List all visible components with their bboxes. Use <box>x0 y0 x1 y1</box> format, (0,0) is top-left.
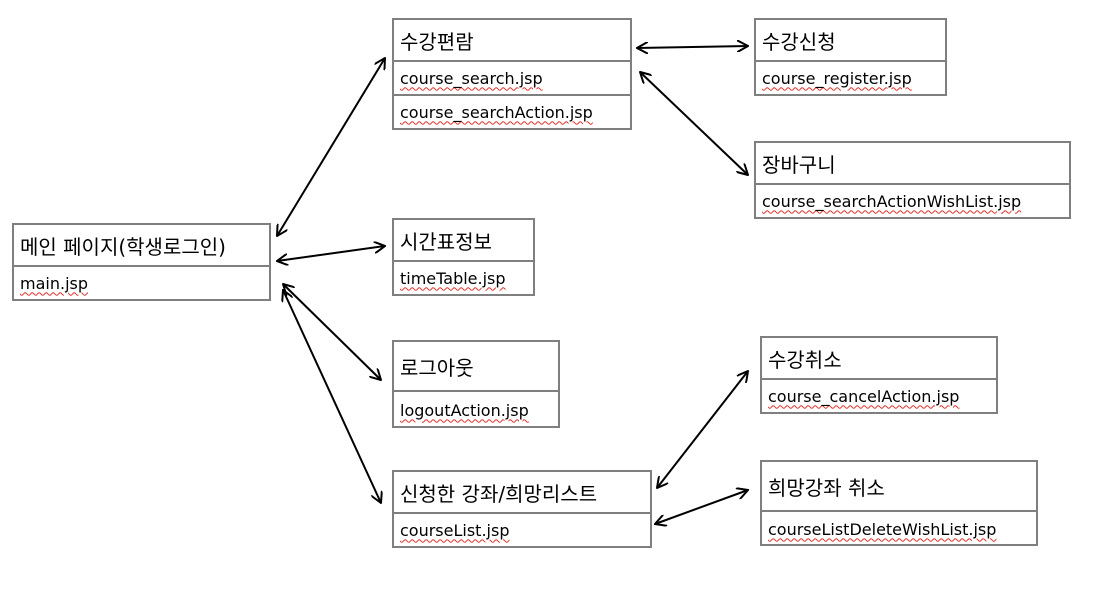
node-course-register-file: course_register.jsp <box>762 68 912 88</box>
node-logout-title: 로그아웃 <box>400 355 474 380</box>
arrow-main-courselist <box>283 290 381 503</box>
node-course-register-title: 수강신청 <box>762 29 836 54</box>
node-main: 메인 페이지(학생로그인) main.jsp <box>12 223 271 301</box>
node-course-search-file-2: course_searchAction.jsp <box>400 102 593 122</box>
arrow-main-timetable <box>277 246 385 261</box>
node-timetable: 시간표정보 timeTable.jsp <box>392 218 535 296</box>
node-course-search: 수강편람 course_search.jsp course_searchActi… <box>392 18 632 130</box>
node-wish-cancel-file: courseListDeleteWishList.jsp <box>768 519 997 539</box>
node-course-search-file-1: course_search.jsp <box>400 68 543 88</box>
node-wishlist: 장바구니 course_searchActionWishList.jsp <box>754 141 1071 219</box>
node-courselist-title: 신청한 강좌/희망리스트 <box>400 481 598 506</box>
arrow-courselist-wishcancel <box>655 490 748 524</box>
arrow-main-search <box>277 58 385 236</box>
node-wishlist-file: course_searchActionWishList.jsp <box>762 191 1022 211</box>
arrow-courselist-cancel <box>657 371 748 488</box>
node-timetable-file: timeTable.jsp <box>400 268 506 288</box>
arrow-search-register <box>637 46 748 48</box>
node-course-register: 수강신청 course_register.jsp <box>754 18 947 96</box>
node-main-title: 메인 페이지(학생로그인) <box>20 234 226 259</box>
arrow-main-logout <box>283 284 381 380</box>
node-timetable-title: 시간표정보 <box>400 229 492 254</box>
arrow-search-wishlist <box>640 72 748 175</box>
node-logout-file: logoutAction.jsp <box>400 400 529 420</box>
node-logout: 로그아웃 logoutAction.jsp <box>392 340 560 428</box>
node-course-cancel-title: 수강취소 <box>768 347 842 372</box>
node-course-cancel: 수강취소 course_cancelAction.jsp <box>760 336 998 414</box>
node-wish-cancel-title: 희망강좌 취소 <box>768 475 885 500</box>
node-course-search-title: 수강편람 <box>400 29 474 54</box>
node-wishlist-title: 장바구니 <box>762 152 836 177</box>
node-course-cancel-file: course_cancelAction.jsp <box>768 386 960 406</box>
node-main-file: main.jsp <box>20 273 88 293</box>
node-courselist-file: courseList.jsp <box>400 520 510 540</box>
node-courselist: 신청한 강좌/희망리스트 courseList.jsp <box>392 470 652 548</box>
node-wish-cancel: 희망강좌 취소 courseListDeleteWishList.jsp <box>760 460 1038 546</box>
